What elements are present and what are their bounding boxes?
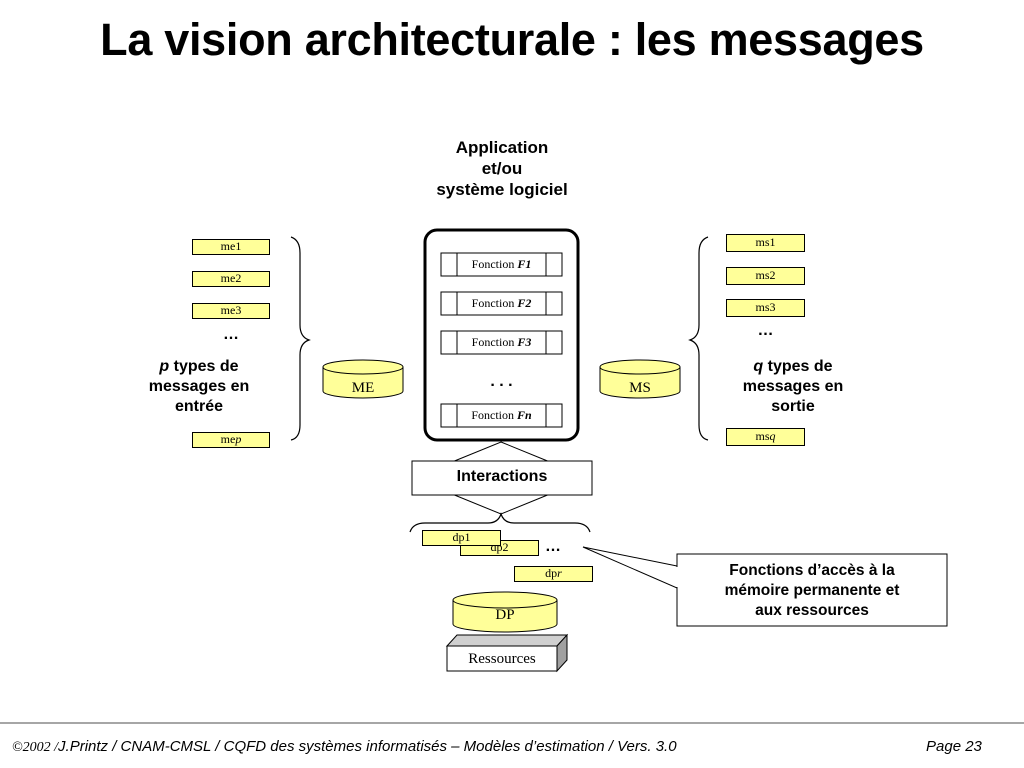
callout-line3: aux ressources: [755, 602, 869, 619]
input-ellipsis: …: [223, 326, 239, 343]
input-description-line3: entrée: [174, 398, 224, 415]
message-variable: q: [769, 429, 776, 443]
callout-shape: [582, 546, 948, 627]
interactions-box: [411, 460, 593, 496]
function-name: Fn: [516, 408, 532, 422]
item-prefix: dp: [545, 566, 558, 580]
function-box-f2: [440, 291, 563, 316]
callout-text: Fonctions d’accès à la mémoire permanent…: [677, 561, 947, 621]
data-ellipsis: …: [545, 538, 561, 555]
dp-store-label: DP: [495, 607, 515, 623]
function-name: F2: [517, 296, 532, 310]
input-message-3: me3: [192, 303, 270, 319]
function-name: F3: [517, 335, 532, 349]
callout-line1: Fonctions d’accès à la: [729, 562, 895, 579]
function-label-f3: Fonction F3: [457, 335, 546, 350]
message-prefix: ms: [755, 429, 770, 443]
function-box-fn: [440, 403, 563, 428]
input-description-variable: p: [159, 358, 170, 375]
function-prefix: Fonction: [471, 335, 518, 349]
application-label-line2: et/ou: [481, 159, 523, 178]
ms-store-cylinder: [599, 359, 681, 399]
output-description-line1: q types de: [722, 357, 864, 377]
output-description-text: types de: [763, 358, 833, 375]
resources-label: Ressources: [468, 651, 536, 667]
application-label: Application et/ou système logiciel: [392, 137, 612, 200]
interactions-label: Interactions: [456, 468, 548, 485]
input-description-text: types de: [169, 358, 239, 375]
dp-store-cylinder: [452, 591, 558, 633]
output-ellipsis: …: [757, 322, 774, 339]
output-description: q types de messages en sortie: [722, 357, 864, 417]
input-message-1: me1: [192, 239, 270, 255]
footer-text: J.Printz / CNAM-CMSL / CQFD des systèmes…: [58, 738, 677, 755]
function-name: F1: [517, 257, 532, 271]
data-brace: [409, 512, 591, 533]
input-brace: [290, 236, 311, 441]
function-label-fn: Fonction Fn: [457, 408, 546, 423]
data-item-last: dpr: [514, 566, 593, 582]
application-label-line3: système logiciel: [436, 180, 568, 199]
page-number: Page 23: [926, 738, 982, 755]
function-prefix: Fonction: [471, 296, 518, 310]
data-item-1: dp1: [422, 530, 501, 546]
function-box-f1: [440, 252, 563, 277]
footer-credits: ©2002 /J.Printz / CNAM-CMSL / CQFD des s…: [12, 738, 677, 756]
input-message-last: mep: [192, 432, 270, 448]
page-title: La vision architecturale : les messages: [100, 14, 924, 65]
input-description-line2: messages en: [148, 378, 250, 395]
me-store-label: ME: [351, 380, 375, 396]
me-store-cylinder: [322, 359, 404, 399]
input-message-2: me2: [192, 271, 270, 287]
functions-ellipsis: . . .: [490, 373, 513, 390]
input-description: p types de messages en entrée: [128, 357, 270, 417]
resources-box: [445, 633, 569, 673]
output-message-2: ms2: [726, 267, 805, 285]
function-prefix: Fonction: [471, 408, 517, 422]
item-variable: r: [557, 566, 562, 580]
function-box-f3: [440, 330, 563, 355]
output-brace: [688, 236, 709, 441]
function-label-f2: Fonction F2: [457, 296, 546, 311]
message-variable: p: [235, 432, 242, 446]
message-prefix: me: [220, 432, 236, 446]
output-description-variable: q: [753, 358, 764, 375]
output-description-line2: messages en: [742, 378, 844, 395]
function-prefix: Fonction: [471, 257, 518, 271]
output-message-1: ms1: [726, 234, 805, 252]
footer-copyright: ©2002 /: [12, 740, 59, 755]
output-description-line3: sortie: [771, 398, 815, 415]
callout-line2: mémoire permanente et: [724, 582, 900, 599]
output-message-last: msq: [726, 428, 805, 446]
output-message-3: ms3: [726, 299, 805, 317]
input-description-line1: p types de: [128, 357, 270, 377]
application-label-line1: Application: [455, 138, 549, 157]
ms-store-label: MS: [629, 380, 651, 396]
function-label-f1: Fonction F1: [457, 257, 546, 272]
